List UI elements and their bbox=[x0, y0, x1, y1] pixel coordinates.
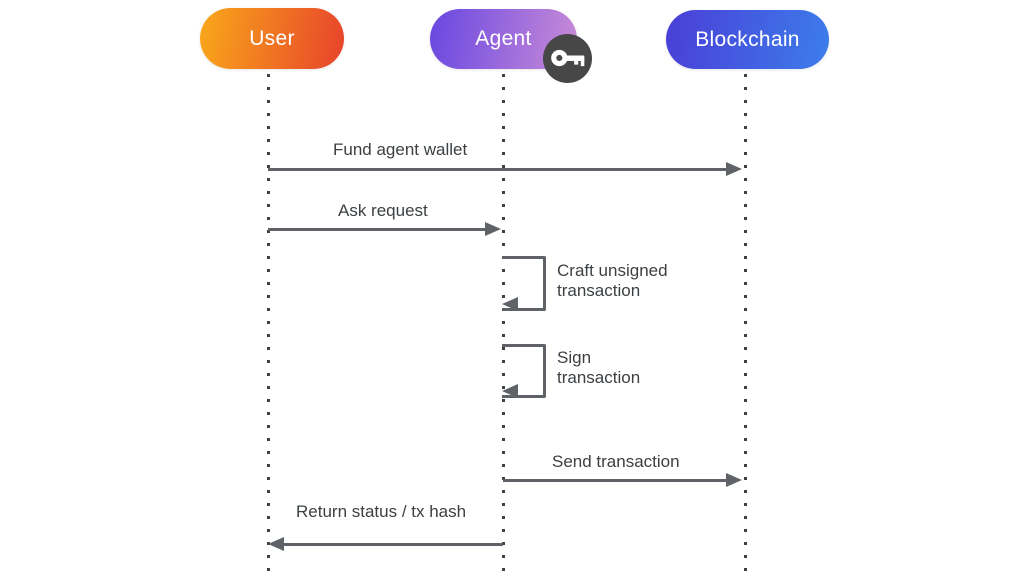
actor-label-user: User bbox=[249, 26, 295, 50]
message-line-ask-request bbox=[268, 228, 485, 231]
key-icon bbox=[543, 34, 592, 83]
self-loop-craft-unsigned-transaction bbox=[502, 256, 546, 311]
lifeline-user bbox=[267, 74, 270, 575]
message-line-return-status-tx-hash bbox=[282, 543, 503, 546]
arrowhead-icon bbox=[268, 537, 284, 551]
message-label-sign-transaction: Sign transaction bbox=[557, 348, 641, 387]
message-label-fund-agent-wallet: Fund agent wallet bbox=[333, 140, 468, 159]
message-label-return-status-tx-hash: Return status / tx hash bbox=[296, 502, 467, 521]
message-label-ask-request: Ask request bbox=[338, 201, 428, 220]
lifeline-blockchain bbox=[744, 74, 747, 575]
arrowhead-icon bbox=[726, 473, 742, 487]
message-label-craft-unsigned-transaction: Craft unsigned transaction bbox=[557, 261, 668, 300]
arrowhead-icon bbox=[502, 384, 518, 398]
lifeline-agent bbox=[502, 74, 505, 575]
message-label-send-transaction: Send transaction bbox=[552, 452, 680, 471]
self-loop-sign-transaction bbox=[502, 344, 546, 398]
actor-pill-agent: Agent bbox=[430, 9, 577, 69]
actor-pill-user: User bbox=[200, 8, 344, 69]
message-line-send-transaction bbox=[503, 479, 726, 482]
actor-label-agent: Agent bbox=[475, 27, 532, 50]
message-line-fund-agent-wallet bbox=[268, 168, 726, 171]
actor-pill-blockchain: Blockchain bbox=[666, 10, 829, 69]
arrowhead-icon bbox=[485, 222, 501, 236]
key-icon-svg bbox=[543, 34, 592, 83]
actor-label-blockchain: Blockchain bbox=[695, 27, 800, 51]
arrowhead-icon bbox=[726, 162, 742, 176]
arrowhead-icon bbox=[502, 297, 518, 311]
